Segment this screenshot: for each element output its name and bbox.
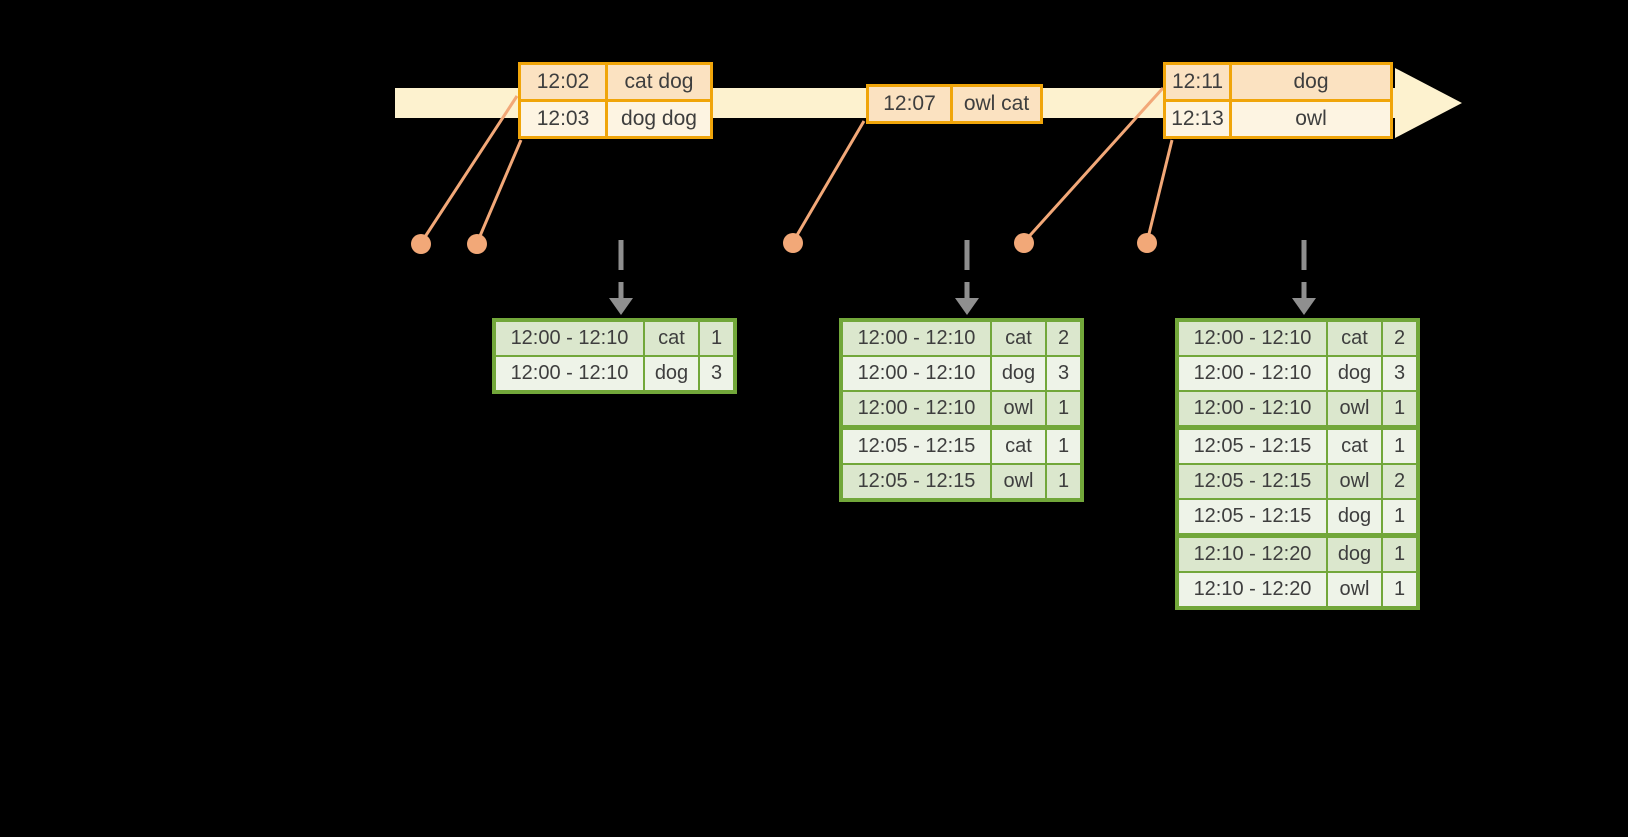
event-time-cell: 12:13 <box>1163 99 1232 139</box>
result-window-cell: 12:00 - 12:10 <box>840 319 992 357</box>
trigger-arrowhead-icon <box>955 298 979 315</box>
result-count-cell: 1 <box>1045 390 1083 429</box>
event-dots <box>411 233 1157 254</box>
result-count-cell: 1 <box>1045 425 1083 465</box>
result-window-cell: 12:00 - 12:10 <box>1176 319 1328 357</box>
result-window-cell: 12:00 - 12:10 <box>840 390 992 429</box>
result-word-cell: dog <box>643 355 700 393</box>
event-connector-line <box>791 120 866 243</box>
event-words-cell: cat dog <box>605 62 713 102</box>
result-word-cell: cat <box>1326 425 1383 465</box>
event-time-cell: 12:02 <box>518 62 608 102</box>
event-time-cell: 12:07 <box>866 84 953 124</box>
result-count-cell: 1 <box>1381 571 1419 609</box>
result-count-cell: 1 <box>1381 425 1419 465</box>
result-window-cell: 12:05 - 12:15 <box>1176 463 1328 500</box>
result-count-cell: 3 <box>698 355 736 393</box>
result-window-cell: 12:00 - 12:10 <box>493 355 645 393</box>
result-window-cell: 12:05 - 12:15 <box>840 425 992 465</box>
event-connectors <box>419 86 1174 244</box>
event-dot-icon <box>411 234 431 254</box>
event-connector-line <box>1022 86 1165 244</box>
event-dot-icon <box>783 233 803 253</box>
result-word-cell: dog <box>1326 533 1383 573</box>
result-window-cell: 12:10 - 12:20 <box>1176 533 1328 573</box>
event-dot-icon <box>467 234 487 254</box>
event-time-cell: 12:11 <box>1163 62 1232 102</box>
event-connector-line <box>1145 139 1174 243</box>
result-count-cell: 2 <box>1381 319 1419 357</box>
result-window-cell: 12:05 - 12:15 <box>1176 425 1328 465</box>
event-connector-line <box>475 139 523 244</box>
result-window-cell: 12:00 - 12:10 <box>1176 355 1328 392</box>
result-count-cell: 1 <box>1381 498 1419 537</box>
result-word-cell: dog <box>1326 498 1383 537</box>
result-window-cell: 12:00 - 12:10 <box>1176 390 1328 429</box>
result-word-cell: cat <box>990 425 1047 465</box>
result-count-cell: 1 <box>1381 533 1419 573</box>
result-window-cell: 12:00 - 12:10 <box>493 319 645 357</box>
result-window-cell: 12:10 - 12:20 <box>1176 571 1328 609</box>
event-connector-line <box>419 95 519 244</box>
result-word-cell: owl <box>990 463 1047 501</box>
trigger-arrowhead-icon <box>609 298 633 315</box>
result-word-cell: owl <box>990 390 1047 429</box>
event-words-cell: dog <box>1229 62 1393 102</box>
timeline-arrowhead-icon <box>1395 68 1462 138</box>
result-count-cell: 1 <box>1381 390 1419 429</box>
trigger-arrows <box>609 240 1316 315</box>
event-words-cell: owl <box>1229 99 1393 139</box>
event-words-cell: dog dog <box>605 99 713 139</box>
result-word-cell: cat <box>643 319 700 357</box>
result-word-cell: cat <box>1326 319 1383 357</box>
result-count-cell: 1 <box>698 319 736 357</box>
event-dot-icon <box>1137 233 1157 253</box>
result-word-cell: cat <box>990 319 1047 357</box>
result-word-cell: owl <box>1326 390 1383 429</box>
result-window-cell: 12:00 - 12:10 <box>840 355 992 392</box>
result-count-cell: 2 <box>1381 463 1419 500</box>
event-time-cell: 12:03 <box>518 99 608 139</box>
result-word-cell: owl <box>1326 571 1383 609</box>
event-words-cell: owl cat <box>950 84 1043 124</box>
result-count-cell: 3 <box>1381 355 1419 392</box>
result-count-cell: 1 <box>1045 463 1083 501</box>
result-count-cell: 3 <box>1045 355 1083 392</box>
result-window-cell: 12:05 - 12:15 <box>1176 498 1328 537</box>
event-dot-icon <box>1014 233 1034 253</box>
result-word-cell: dog <box>1326 355 1383 392</box>
result-word-cell: dog <box>990 355 1047 392</box>
result-word-cell: owl <box>1326 463 1383 500</box>
result-count-cell: 2 <box>1045 319 1083 357</box>
trigger-arrowhead-icon <box>1292 298 1316 315</box>
result-window-cell: 12:05 - 12:15 <box>840 463 992 501</box>
